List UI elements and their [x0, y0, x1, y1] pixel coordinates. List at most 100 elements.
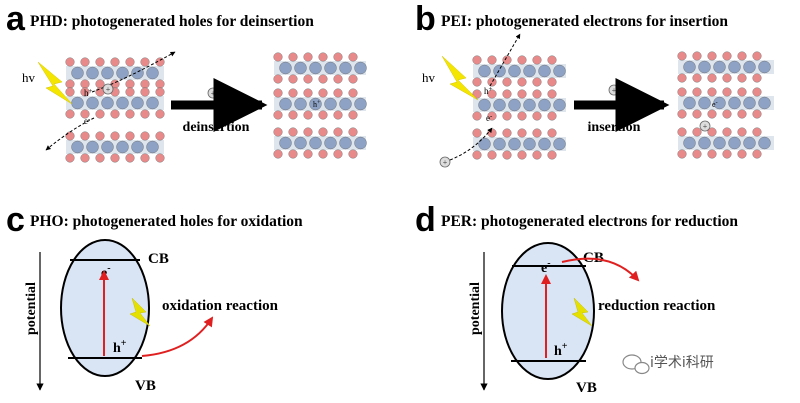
oxygen-atom	[517, 77, 527, 87]
oxygen-atom	[303, 149, 313, 159]
metal-atom	[131, 140, 144, 154]
oxygen-atom	[547, 55, 557, 65]
oxygen-atom	[517, 128, 527, 138]
metal-atom	[279, 136, 292, 150]
oxygen-atom	[140, 153, 150, 163]
oxygen-atom	[333, 74, 343, 84]
panel-d-title: PER: photogenerated electrons for reduct…	[441, 213, 739, 230]
oxygen-atom	[318, 149, 328, 159]
oxygen-atom	[722, 87, 732, 97]
metal-atom	[698, 60, 711, 74]
oxygen-atom	[487, 128, 497, 138]
metal-atom	[743, 96, 756, 110]
metal-atom	[116, 66, 129, 80]
oxygen-atom	[487, 150, 497, 160]
oxygen-atom	[155, 87, 165, 97]
potential-axis-label: potential	[468, 282, 483, 335]
metal-atom	[354, 136, 367, 150]
metal-atom	[538, 137, 551, 151]
metal-atom	[116, 96, 129, 110]
oxygen-atom	[288, 127, 298, 137]
oxygen-atom	[532, 77, 542, 87]
oxygen-atom	[333, 127, 343, 137]
oxygen-atom	[737, 73, 747, 83]
oxygen-atom	[707, 73, 717, 83]
cation-icon: +	[439, 156, 451, 168]
oxygen-atom	[333, 52, 343, 62]
oxygen-atom	[110, 153, 120, 163]
oxygen-atom	[692, 73, 702, 83]
oxygen-atom	[318, 74, 328, 84]
oxygen-atom	[547, 89, 557, 99]
oxygen-atom	[125, 131, 135, 141]
oxygen-atom	[677, 51, 687, 61]
metal-atom	[71, 66, 84, 80]
oxygen-atom	[532, 55, 542, 65]
panel-b-letter: b	[415, 0, 436, 38]
metal-atom	[309, 136, 322, 150]
metal-atom	[146, 96, 159, 110]
oxygen-atom	[288, 88, 298, 98]
oxygen-atom	[692, 87, 702, 97]
metal-atom	[538, 64, 551, 78]
vb-label: VB	[135, 378, 156, 394]
oxygen-atom	[752, 127, 762, 137]
panel-a-title: PHD: photogenerated holes for deinsertio…	[30, 13, 314, 30]
metal-atom	[728, 60, 741, 74]
oxygen-atom	[752, 149, 762, 159]
insertion-label: insertion	[588, 120, 641, 135]
panel-d-letter: d	[415, 201, 436, 239]
oxygen-atom	[348, 149, 358, 159]
metal-atom	[508, 98, 521, 112]
metal-atom	[553, 64, 566, 78]
oxygen-atom	[273, 74, 283, 84]
oxygen-atom	[487, 77, 497, 87]
panel-c-letter: c	[6, 201, 25, 239]
oxygen-atom	[333, 110, 343, 120]
oxygen-atom	[487, 89, 497, 99]
hole-label: h+	[554, 341, 568, 359]
oxygen-atom	[318, 127, 328, 137]
panel-c-title: PHO: photogenerated holes for oxidation	[30, 213, 303, 230]
oxygen-atom	[333, 88, 343, 98]
oxygen-atom	[110, 109, 120, 119]
oxygen-atom	[707, 87, 717, 97]
oxygen-atom	[95, 131, 105, 141]
oxygen-atom	[737, 109, 747, 119]
metal-atom	[553, 98, 566, 112]
oxygen-atom	[547, 128, 557, 138]
oxygen-atom	[318, 110, 328, 120]
cation-icon: +	[608, 84, 620, 96]
oxygen-atom	[752, 73, 762, 83]
electron-label: e-	[84, 115, 91, 126]
oxygen-atom	[348, 88, 358, 98]
oxygen-atom	[547, 111, 557, 121]
metal-atom	[478, 98, 491, 112]
oxygen-atom	[502, 150, 512, 160]
potential-axis-label: potential	[24, 282, 39, 335]
oxygen-atom	[502, 89, 512, 99]
metal-atom	[698, 136, 711, 150]
wechat-logo-icon	[622, 354, 650, 375]
metal-atom	[101, 96, 114, 110]
metal-atom	[294, 97, 307, 111]
svg-text:+: +	[612, 86, 617, 95]
oxygen-atom	[722, 73, 732, 83]
oxygen-atom	[125, 109, 135, 119]
oxygen-atom	[547, 77, 557, 87]
metal-atom	[478, 64, 491, 78]
electron-label: e-	[486, 112, 493, 123]
metal-atom	[339, 136, 352, 150]
oxygen-atom	[273, 88, 283, 98]
lightning-icon	[129, 297, 151, 327]
oxygen-atom	[692, 109, 702, 119]
metal-atom	[523, 98, 536, 112]
oxygen-atom	[80, 87, 90, 97]
metal-atom	[728, 96, 741, 110]
oxygen-atom	[155, 131, 165, 141]
svg-text:+: +	[443, 158, 448, 167]
oxygen-atom	[155, 79, 165, 89]
metal-atom	[279, 97, 292, 111]
metal-atom	[508, 137, 521, 151]
oxygen-atom	[273, 52, 283, 62]
